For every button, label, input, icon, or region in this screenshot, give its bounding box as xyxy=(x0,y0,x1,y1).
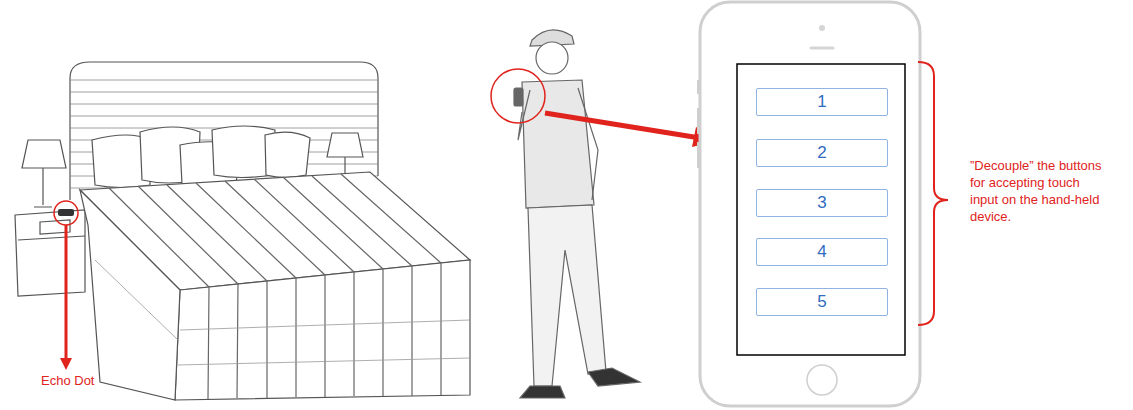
bed-sketch xyxy=(15,62,470,400)
callout-arrow xyxy=(65,225,68,360)
man-sketch xyxy=(514,30,640,398)
echo-dot xyxy=(58,209,74,216)
highlight-circle xyxy=(491,69,545,123)
button-label: 1 xyxy=(817,92,826,112)
arrow-head xyxy=(60,358,72,370)
note-text: ”Decouple” the buttons for accepting tou… xyxy=(970,158,1108,226)
callout-arrow xyxy=(545,113,700,138)
number-button: 5 xyxy=(756,288,888,316)
number-button: 1 xyxy=(756,88,888,116)
button-label: 5 xyxy=(817,292,826,312)
button-label: 3 xyxy=(817,193,826,213)
phone-outline xyxy=(697,2,920,406)
device-label: Echo Dot xyxy=(41,373,121,390)
highlight-circle xyxy=(54,201,78,225)
curly-bracket xyxy=(918,62,948,325)
number-button: 4 xyxy=(756,238,888,266)
number-button: 2 xyxy=(756,139,888,167)
number-button: 3 xyxy=(756,189,888,217)
button-label: 4 xyxy=(817,242,826,262)
button-label: 2 xyxy=(817,143,826,163)
